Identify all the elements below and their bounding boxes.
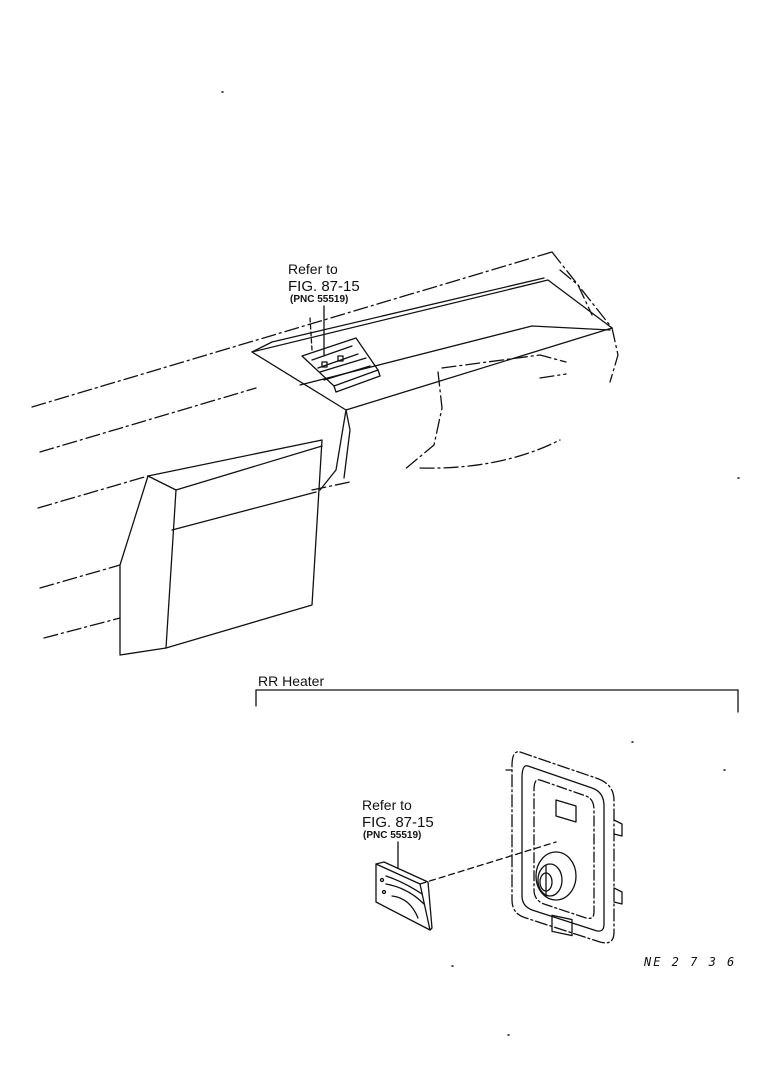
drawing-code: NE 2 7 3 6 bbox=[644, 955, 737, 969]
callout-rr-pnc: (PNC 55519) bbox=[363, 830, 422, 841]
scan-specks bbox=[221, 91, 740, 1036]
callout-top-pnc: (PNC 55519) bbox=[290, 294, 349, 305]
callout-rr-fig-ref: FIG. 87-15 bbox=[362, 814, 434, 831]
heater-housing bbox=[505, 751, 623, 944]
callout-top-fig-ref: FIG. 87-15 bbox=[288, 278, 360, 295]
callout-rr-line1: Refer to bbox=[362, 797, 412, 813]
control-panel-part bbox=[301, 337, 381, 393]
instrument-panel-top bbox=[251, 277, 613, 491]
instrument-panel-outline bbox=[31, 251, 619, 639]
assembly-line bbox=[419, 841, 557, 885]
lower-panel-block bbox=[119, 439, 323, 656]
callout-top-line1: Refer to bbox=[288, 261, 338, 277]
section-bracket bbox=[255, 689, 739, 713]
section-label-rr-heater: RR Heater bbox=[258, 673, 325, 689]
heater-control-plate bbox=[375, 861, 433, 931]
